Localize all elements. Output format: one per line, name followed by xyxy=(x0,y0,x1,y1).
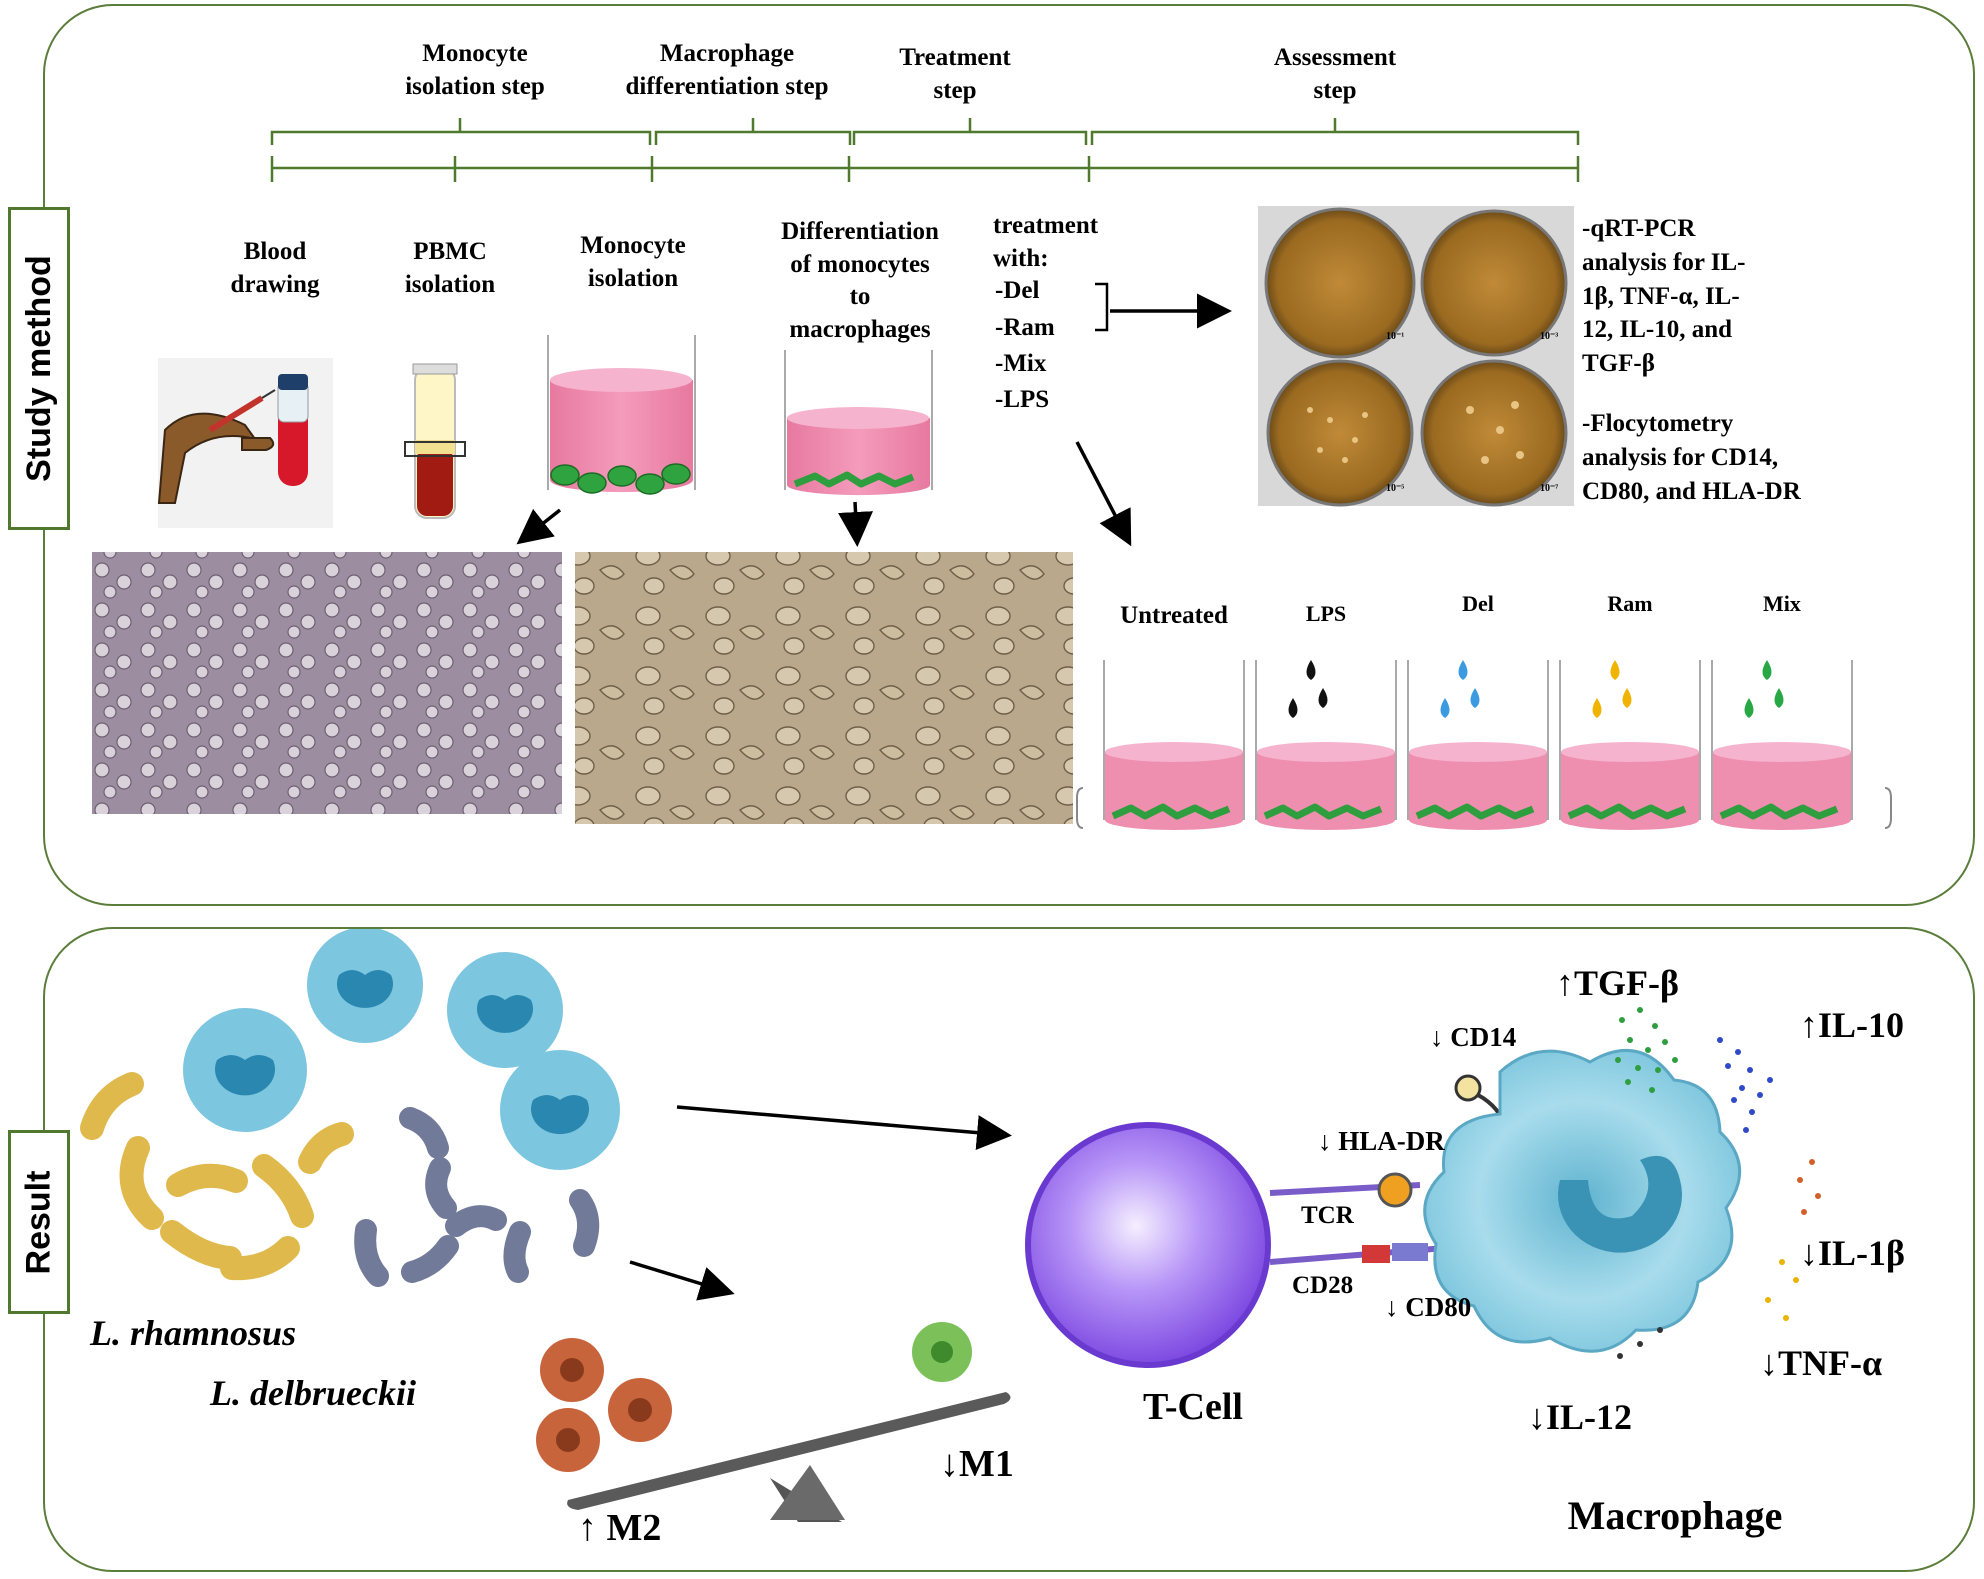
treatment-item-del: -Del xyxy=(995,277,1040,304)
timeline xyxy=(270,118,1580,182)
tnf-dots xyxy=(1765,1259,1799,1321)
assessment-pcr: -qRT-PCR analysis for IL- 1β, TNF-α, IL-… xyxy=(1582,215,1746,377)
step-monocyte-isolation: Monocyte isolation step xyxy=(405,40,545,100)
well-label-del: Del xyxy=(1462,591,1494,616)
stage-differentiation: Differentiation of monocytes to macropha… xyxy=(781,218,939,343)
receptors xyxy=(1269,1074,1508,1265)
plate-label-4: 10⁻⁷ xyxy=(1540,483,1559,494)
drop-del-0 xyxy=(1458,660,1468,680)
label-cd14: ↓ CD14 xyxy=(1430,1022,1517,1052)
drop-del-2 xyxy=(1470,688,1480,708)
t-cell-body xyxy=(1025,1122,1271,1368)
label-cd28: CD28 xyxy=(1292,1272,1354,1299)
drop-lps-2 xyxy=(1318,688,1328,708)
label-macrophage: Macrophage xyxy=(1567,1493,1783,1538)
treatment-wells-bracket xyxy=(1076,787,1892,829)
plate-label-2: 10⁻³ xyxy=(1540,331,1559,342)
label-tnf-alpha: ↓TNF-α xyxy=(1760,1343,1883,1383)
lactobacilli-yellow xyxy=(80,1072,354,1281)
label-m2: ↑ M2 xyxy=(578,1507,662,1549)
stage-monocyte-isolation: Monocyte isolation xyxy=(580,232,686,292)
del-ram-bracket xyxy=(1095,282,1109,332)
drop-del-1 xyxy=(1440,698,1450,718)
step-assessment: Assessment step xyxy=(1273,44,1397,104)
label-hla-dr: ↓ HLA-DR xyxy=(1318,1126,1445,1156)
drop-mix-0 xyxy=(1762,660,1772,680)
well-label-untreated: Untreated xyxy=(1120,602,1228,629)
step-macrophage-differentiation: Macrophage differentiation step xyxy=(625,40,829,100)
differentiation-well xyxy=(784,350,933,496)
treatment-item-ram: -Ram xyxy=(995,314,1055,341)
result-label: Result xyxy=(8,1130,70,1314)
label-il1b: ↓IL-1β xyxy=(1800,1233,1905,1273)
macrophage-micrograph xyxy=(575,552,1073,824)
label-t-cell: T-Cell xyxy=(1143,1386,1243,1428)
treatment-item-mix: -Mix xyxy=(995,350,1047,377)
macrophage-cell xyxy=(1423,1048,1741,1353)
well-del xyxy=(1407,660,1549,830)
il1b-dots xyxy=(1797,1159,1821,1215)
label-tcr: TCR xyxy=(1301,1202,1354,1229)
well-label-ram: Ram xyxy=(1607,591,1653,616)
drop-lps-0 xyxy=(1306,660,1316,680)
drop-mix-1 xyxy=(1744,698,1754,718)
label-l-delbrueckii: L. delbrueckii xyxy=(210,1373,416,1413)
blue-cells xyxy=(183,927,620,1170)
monocyte-micrograph xyxy=(92,552,562,814)
well-untreated xyxy=(1103,660,1245,830)
treatment-item-lps: -LPS xyxy=(995,386,1050,413)
label-il10: ↑IL-10 xyxy=(1800,1005,1905,1045)
monocyte-well xyxy=(547,335,696,495)
treatment-header: treatment with: xyxy=(993,212,1099,272)
label-l-rhamnosus: L. rhamnosus xyxy=(90,1313,297,1353)
plate-label-1: 10⁻¹ xyxy=(1386,331,1405,342)
drop-ram-0 xyxy=(1610,660,1620,680)
well-label-lps: LPS xyxy=(1305,601,1347,626)
label-tgf-beta: ↑TGF-β xyxy=(1556,963,1679,1003)
tgf-dots xyxy=(1615,1007,1678,1093)
drop-ram-1 xyxy=(1592,698,1602,718)
seesaw xyxy=(536,1322,1011,1522)
label-m1: ↓M1 xyxy=(940,1443,1014,1485)
pbmc-tube xyxy=(404,363,466,519)
drop-lps-1 xyxy=(1288,698,1298,718)
drop-mix-2 xyxy=(1774,688,1784,708)
plate-label-3: 10⁻⁵ xyxy=(1386,483,1405,494)
label-il12: ↓IL-12 xyxy=(1528,1397,1633,1437)
well-lps xyxy=(1255,660,1397,830)
well-label-mix: Mix xyxy=(1763,591,1801,616)
study-method-label: Study method xyxy=(8,207,70,530)
assessment-flow: -Flocytometry analysis for CD14, CD80, a… xyxy=(1582,410,1801,505)
il12-dots xyxy=(1617,1327,1663,1359)
label-cd80: ↓ CD80 xyxy=(1385,1292,1472,1322)
well-ram xyxy=(1559,660,1701,830)
stage-pbmc-isolation: PBMC isolation xyxy=(404,238,496,298)
il10-dots xyxy=(1717,1037,1773,1133)
agar-plates xyxy=(1258,206,1574,507)
step-treatment: Treatment step xyxy=(899,44,1011,104)
stage-blood-drawing: Blood drawing xyxy=(230,238,320,298)
blood-drawing-illustration xyxy=(157,358,333,528)
lactobacilli-grey xyxy=(354,1107,600,1287)
well-mix xyxy=(1711,660,1853,830)
drop-ram-2 xyxy=(1622,688,1632,708)
